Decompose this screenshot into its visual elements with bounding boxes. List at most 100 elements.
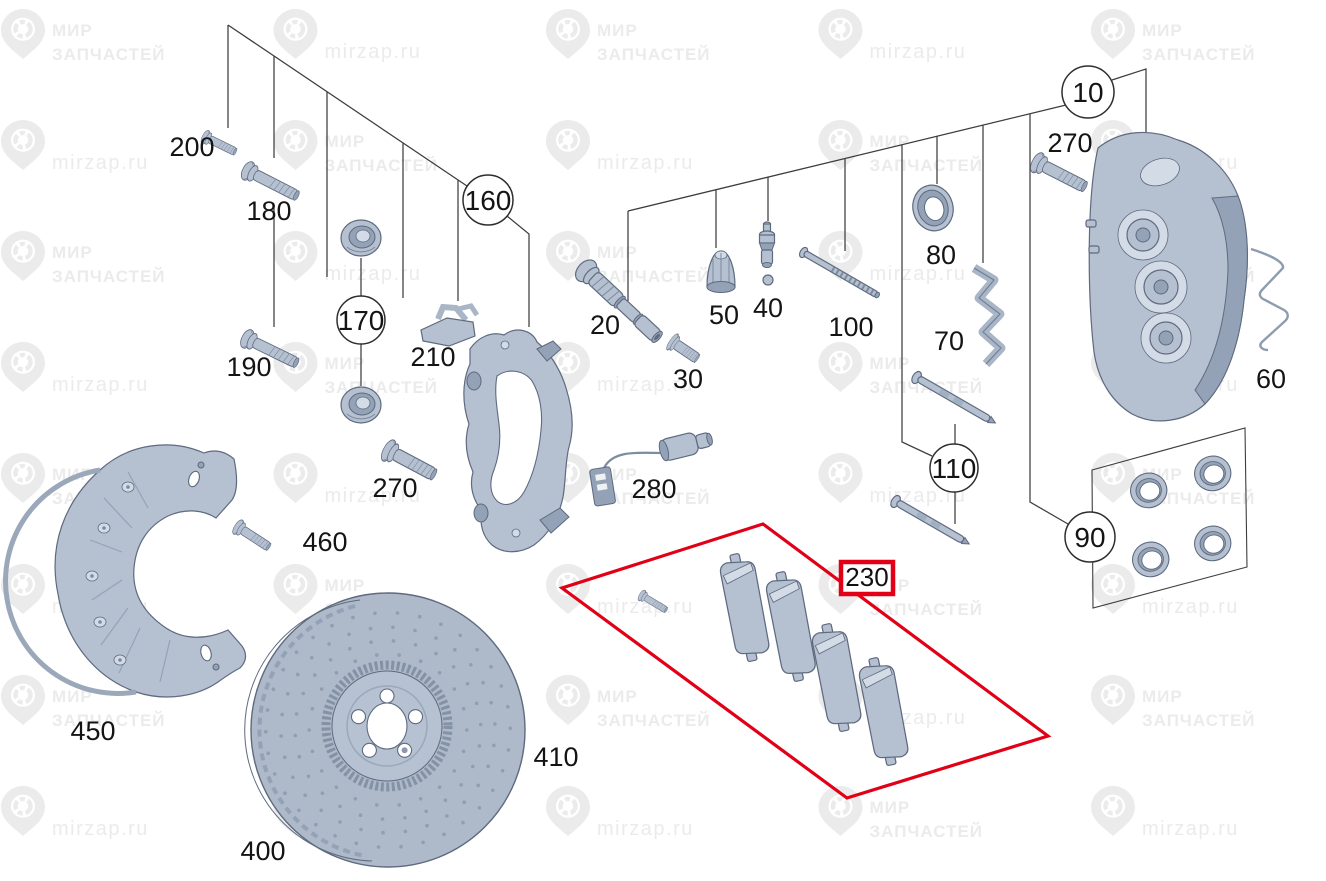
watermark-pin-icon (1, 120, 45, 170)
callout-label-90: 90 (1074, 522, 1105, 553)
watermark-text: mirzap.ru (1142, 818, 1239, 840)
watermark-text: ЗАПЧАСТЕЙ (870, 600, 984, 619)
callout-label-280[interactable]: 280 (631, 474, 676, 504)
part-wear-sensor-280 (589, 432, 713, 507)
leader-line (227, 24, 468, 187)
callout-label-50[interactable]: 50 (709, 300, 739, 330)
watermark: mirzap.ru (1, 342, 149, 396)
callout-label-410[interactable]: 410 (533, 742, 578, 772)
watermark-text: mirzap.ru (52, 152, 149, 174)
callout-label-80[interactable]: 80 (926, 240, 956, 270)
watermark-text: ЗАПЧАСТЕЙ (52, 45, 166, 64)
part-bleeder-valve-40 (758, 221, 776, 286)
watermark-pin-icon (1, 9, 45, 59)
watermark-text: ЗАПЧАСТЕЙ (597, 489, 711, 508)
watermark-pin-icon (819, 453, 863, 503)
part-splash-shield-450 (3, 444, 247, 698)
watermark-text: mirzap.ru (52, 374, 149, 396)
watermark-pin-icon (274, 231, 318, 281)
watermark-pin-icon (274, 120, 318, 170)
highlight-parallelogram (558, 522, 1052, 800)
callout-label-100[interactable]: 100 (828, 312, 873, 342)
callout-circle-110[interactable]: 110 (929, 443, 979, 493)
part-spring-wire-60 (1250, 247, 1289, 352)
watermark: mirzap.ru (274, 453, 422, 507)
watermark-pin-icon (1091, 9, 1135, 59)
watermark-pin-icon (1, 675, 45, 725)
watermark-text: mirzap.ru (325, 41, 422, 63)
callout-label-20[interactable]: 20 (590, 310, 620, 340)
watermark-pin-icon (1, 231, 45, 281)
part-spring-clip-70 (971, 264, 1006, 368)
callout-label-30[interactable]: 30 (673, 364, 703, 394)
callout-circle-90[interactable]: 90 (1064, 511, 1116, 563)
leader-lines (227, 24, 1147, 525)
callout-label-450[interactable]: 450 (70, 716, 115, 746)
watermark: mirzap.ru (274, 9, 422, 63)
watermark: mirzap.ru (1, 120, 149, 174)
part-clip-210 (420, 303, 480, 347)
callout-label-60[interactable]: 60 (1256, 364, 1286, 394)
watermark-text: ЗАПЧАСТЕЙ (870, 156, 984, 175)
watermark-text: ЗАПЧАСТЕЙ (1142, 489, 1256, 508)
watermark-pin-icon (819, 342, 863, 392)
callout-label-170: 170 (338, 305, 385, 336)
callout-label-40[interactable]: 40 (753, 293, 783, 323)
callout-label-110: 110 (932, 453, 977, 484)
highlight-box-230[interactable] (838, 559, 896, 597)
callout-label-460[interactable]: 460 (302, 527, 347, 557)
watermark-pin-icon (546, 120, 590, 170)
watermark-text: МИР (325, 354, 366, 373)
watermark: mirzap.ru (546, 564, 694, 618)
watermark-text: mirzap.ru (597, 818, 694, 840)
watermark-pin-icon (274, 564, 318, 614)
watermark-text: МИР (1142, 21, 1183, 40)
watermark-text: МИР (870, 354, 911, 373)
leader-line (901, 145, 933, 457)
callout-label-230[interactable]: 230 (845, 562, 888, 592)
watermark-text: ЗАПЧАСТЕЙ (597, 711, 711, 730)
watermark-text: МИР (52, 243, 93, 262)
watermark: mirzap.ru (819, 9, 967, 63)
watermark-text: ЗАПЧАСТЕЙ (325, 156, 439, 175)
callout-label-70[interactable]: 70 (934, 326, 964, 356)
watermark-pin-icon (546, 9, 590, 59)
watermark-text: МИР (1142, 687, 1183, 706)
watermark-text: mirzap.ru (325, 485, 422, 507)
watermark-text: ЗАПЧАСТЕЙ (52, 711, 166, 730)
callout-circle-160[interactable]: 160 (462, 174, 514, 226)
callout-label-400[interactable]: 400 (240, 836, 285, 866)
watermark-text: mirzap.ru (325, 263, 422, 285)
callout-label-180[interactable]: 180 (246, 196, 291, 226)
watermark-text: МИР (52, 687, 93, 706)
part-guide-pin-110-lower (890, 494, 971, 545)
highlight-group-230[interactable]: 230 (558, 522, 1052, 800)
callout-label-210[interactable]: 210 (410, 342, 455, 372)
watermark-pin-icon (274, 453, 318, 503)
watermark-pin-icon (1091, 786, 1135, 836)
watermark-text: mirzap.ru (597, 374, 694, 396)
watermark-pin-icon (274, 9, 318, 59)
callout-label-270-right[interactable]: 270 (1047, 128, 1092, 158)
watermark-text: ЗАПЧАСТЕЙ (597, 267, 711, 286)
watermark-pin-icon (1, 342, 45, 392)
watermark: mirzap.ru (1, 786, 147, 840)
callout-label-10: 10 (1072, 77, 1103, 108)
callout-circle-10[interactable]: 10 (1061, 65, 1115, 119)
watermark-text: mirzap.ru (870, 41, 967, 63)
part-brake-disc-400 (244, 592, 526, 868)
watermark-pin-icon (546, 564, 590, 614)
callout-circle-170[interactable]: 170 (336, 295, 386, 345)
callout-label-200[interactable]: 200 (169, 132, 214, 162)
callout-label-270-left[interactable]: 270 (372, 473, 417, 503)
watermark: МИР ЗАПЧАСТЕЙ (1, 675, 166, 730)
watermark-text: mirzap.ru (597, 596, 694, 618)
callout-label-190[interactable]: 190 (226, 352, 271, 382)
